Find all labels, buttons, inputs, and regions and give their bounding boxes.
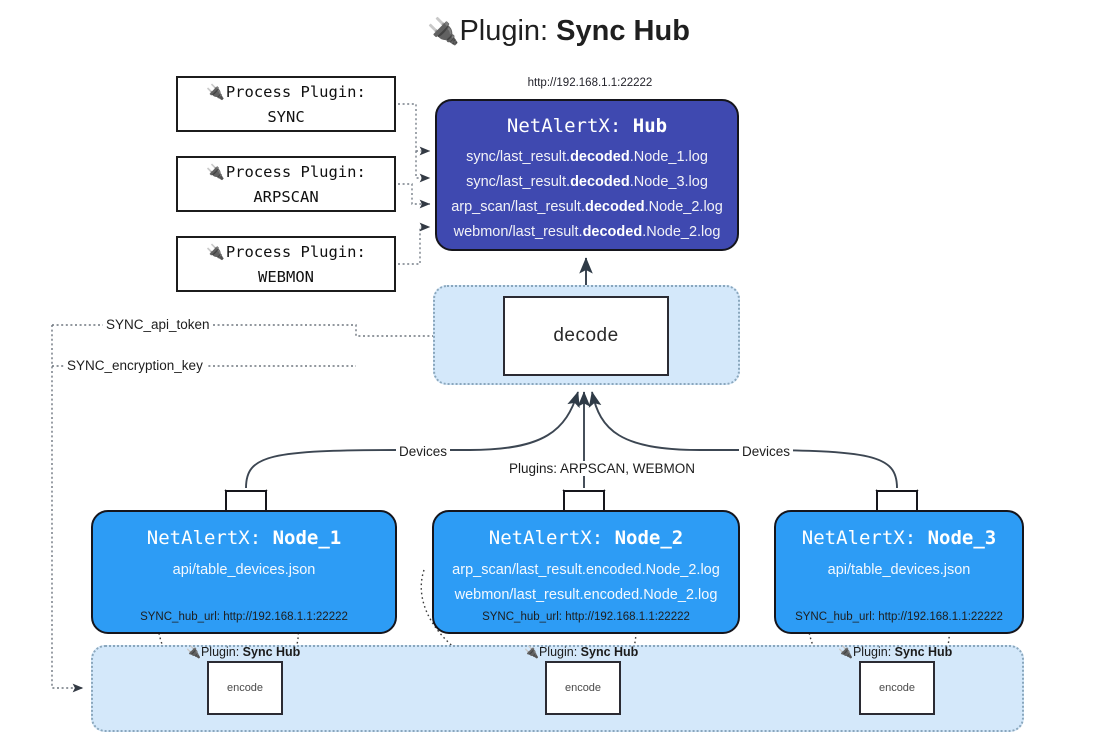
- process-plugin-webmon-line1: Process Plugin:: [225, 243, 366, 261]
- hub-title-name: Hub: [632, 115, 668, 137]
- node-box-node-2[interactable]: NetAlertX: Node_2 arp_scan/last_result.e…: [432, 510, 740, 634]
- label-devices-left: Devices: [396, 444, 451, 459]
- process-plugin-arpscan-line1: Process Plugin:: [225, 163, 366, 181]
- process-plugin-sync-line2: SYNC: [267, 108, 305, 126]
- plug-icon: 🔌: [206, 83, 225, 101]
- wire-tokens-to-encoders: [51, 325, 84, 693]
- process-plugin-arpscan-line2: ARPSCAN: [253, 188, 319, 206]
- node-2-line-1: arp_scan/last_result.encoded.Node_2.log: [452, 562, 720, 578]
- encode-box-3[interactable]: encode: [859, 661, 935, 715]
- page-title: 🔌Plugin: Sync Hub: [0, 14, 1117, 49]
- plug-icon: 🔌: [206, 163, 225, 181]
- page-title-prefix: Plugin:: [459, 15, 557, 47]
- node-1-lines: api/table_devices.json: [93, 558, 395, 583]
- node-3-line-1: api/table_devices.json: [827, 562, 971, 578]
- encode-box-1[interactable]: encode: [207, 661, 283, 715]
- hub-url-label: http://192.168.1.1:22222: [527, 77, 653, 89]
- hub-node-title: NetAlertX: Hub: [437, 115, 737, 137]
- encode-caption-3: 🔌Plugin: Sync Hub: [838, 645, 953, 659]
- node-2-lines: arp_scan/last_result.encoded.Node_2.log …: [434, 558, 738, 608]
- plug-icon: 🔌: [206, 243, 225, 261]
- hub-node-box[interactable]: NetAlertX: Hub sync/last_result.decoded.…: [435, 99, 739, 251]
- process-plugin-arpscan-box[interactable]: 🔌Process Plugin: ARPSCAN: [176, 156, 396, 212]
- hub-log-line-2: sync/last_result.decoded.Node_3.log: [466, 174, 708, 190]
- page-title-name: Sync Hub: [556, 15, 690, 47]
- node-2-title: NetAlertX: Node_2: [488, 527, 684, 549]
- wire-arpscan-to-hub: [398, 183, 431, 209]
- process-plugin-webmon-line2: WEBMON: [258, 268, 314, 286]
- node-1-title: NetAlertX: Node_1: [146, 527, 342, 549]
- node-2-footer: SYNC_hub_url: http://192.168.1.1:22222: [482, 611, 690, 623]
- node-box-node-3[interactable]: NetAlertX: Node_3 api/table_devices.json…: [774, 510, 1024, 634]
- hub-title-prefix: NetAlertX:: [506, 115, 633, 137]
- label-devices-right: Devices: [739, 444, 794, 459]
- plug-icon: 🔌: [838, 645, 853, 659]
- process-plugin-sync-box[interactable]: 🔌Process Plugin: SYNC: [176, 76, 396, 132]
- encode-box-2[interactable]: encode: [545, 661, 621, 715]
- hub-log-list: sync/last_result.decoded.Node_1.log sync…: [437, 145, 737, 245]
- plug-icon: 🔌: [186, 645, 201, 659]
- hub-log-line-3: arp_scan/last_result.decoded.Node_2.log: [451, 199, 723, 215]
- decode-box[interactable]: decode: [503, 296, 669, 376]
- node-3-footer: SYNC_hub_url: http://192.168.1.1:22222: [795, 611, 1003, 623]
- encode-caption-2: 🔌Plugin: Sync Hub: [524, 645, 639, 659]
- plug-icon: 🔌: [524, 645, 539, 659]
- wire-webmon-to-hub: [398, 222, 431, 265]
- wire-sync-to-hub: [398, 103, 431, 183]
- process-plugin-webmon-box[interactable]: 🔌Process Plugin: WEBMON: [176, 236, 396, 292]
- label-plugins-middle: Plugins: ARPSCAN, WEBMON: [506, 461, 699, 476]
- node-1-line-1: api/table_devices.json: [172, 562, 316, 578]
- label-sync-api-token: SYNC_api_token: [103, 317, 213, 332]
- plug-icon: 🔌: [427, 16, 460, 46]
- node-3-title: NetAlertX: Node_3: [801, 527, 997, 549]
- process-plugin-sync-line1: Process Plugin:: [225, 83, 366, 101]
- node-2-line-2: webmon/last_result.encoded.Node_2.log: [454, 587, 718, 603]
- node-1-footer: SYNC_hub_url: http://192.168.1.1:22222: [140, 611, 348, 623]
- node-3-lines: api/table_devices.json: [776, 558, 1022, 583]
- hub-log-line-1: sync/last_result.decoded.Node_1.log: [466, 149, 708, 165]
- label-sync-encryption-key: SYNC_encryption_key: [64, 358, 206, 373]
- hub-log-line-4: webmon/last_result.decoded.Node_2.log: [453, 224, 721, 240]
- encode-caption-1: 🔌Plugin: Sync Hub: [186, 645, 301, 659]
- node-box-node-1[interactable]: NetAlertX: Node_1 api/table_devices.json…: [91, 510, 397, 634]
